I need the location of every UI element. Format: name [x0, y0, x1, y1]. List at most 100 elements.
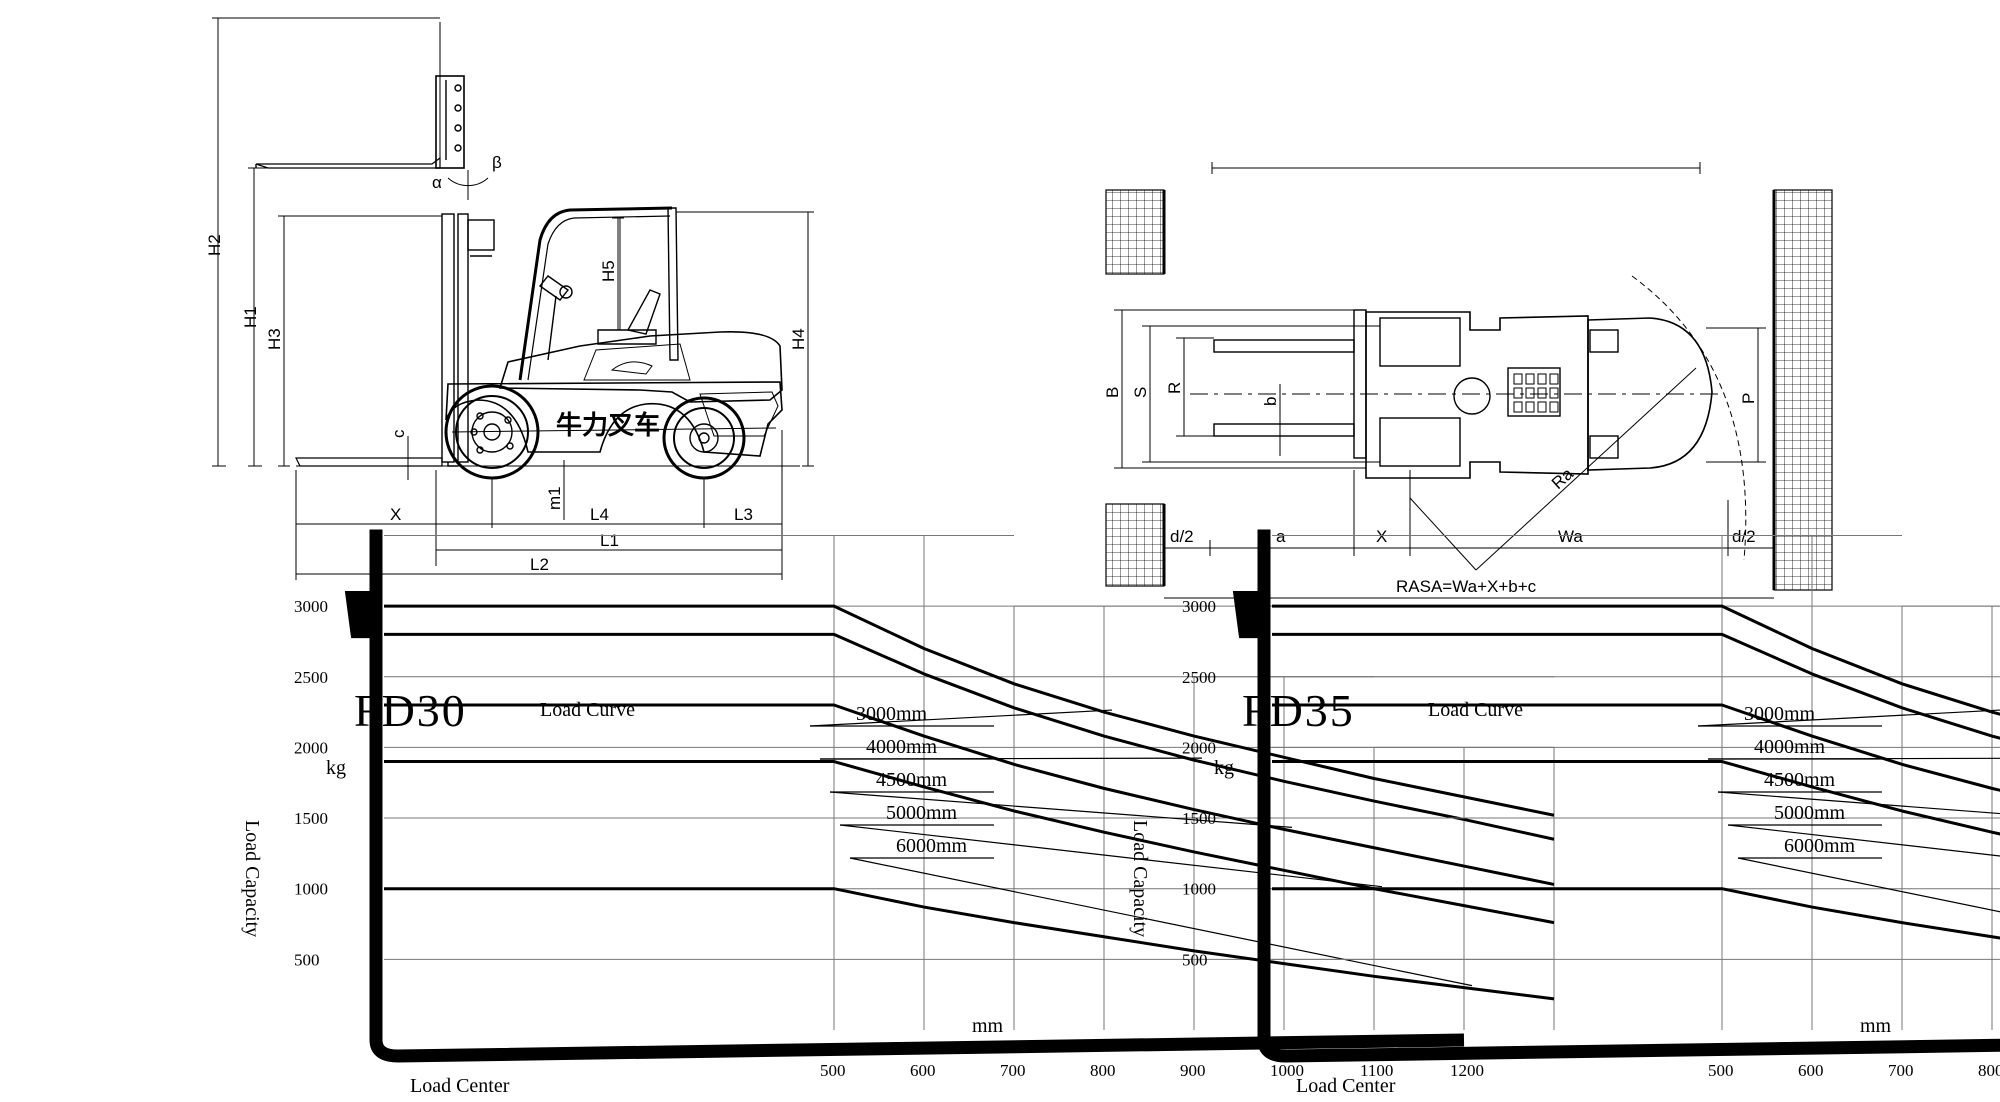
label-S: S — [1131, 387, 1150, 398]
y-tick-label: 2500 — [294, 668, 328, 687]
legend-label: 4500mm — [876, 769, 948, 791]
legend-leader — [849, 857, 1473, 987]
y-tick-label: 500 — [1182, 950, 1208, 969]
legend-label: 4500mm — [1764, 769, 1836, 791]
forklift-top-view — [1105, 162, 1833, 599]
y-tick-label: 3000 — [1182, 597, 1216, 616]
mast-drawing — [295, 213, 495, 467]
chart-grid — [1272, 534, 2000, 1030]
top-view-labels: B S R b P Ra d/2 a X Wa d/2 RASA=Wa+X+b+… — [1103, 382, 1758, 596]
x-tick-label: 700 — [1888, 1061, 1914, 1080]
series-line-4500mm — [384, 703, 1555, 886]
load-curve-chart-fd30: FD30 Load Curve kg Load Capacity Load Ce… — [241, 529, 1555, 1097]
legend-label: 3000mm — [1744, 703, 1816, 725]
legend-leader — [1737, 857, 2000, 913]
x-tick-label: 1100 — [1360, 1061, 1393, 1080]
x-tick-label: 600 — [910, 1061, 936, 1080]
chart-subtitle: Load Curve — [540, 699, 635, 721]
y-unit-label: kg — [326, 757, 346, 779]
y-tick-label: 1500 — [1182, 809, 1216, 828]
label-R: R — [1165, 382, 1184, 394]
label-a: a — [1276, 527, 1286, 546]
forklift-side-view: 牛力叉车 — [212, 17, 814, 580]
label-P: P — [1739, 393, 1758, 404]
label-alpha: α — [432, 173, 442, 192]
y-axis-label: Load Capacity — [241, 820, 263, 937]
label-L4: L4 — [590, 505, 609, 524]
label-B: B — [1103, 387, 1122, 398]
label-H5: H5 — [599, 260, 618, 282]
fork-hook — [1232, 590, 1265, 639]
side-view-labels: H2 H1 H3 H5 H4 c m1 α β X L4 L3 L1 L2 — [205, 153, 808, 574]
series-line-5000mm — [384, 760, 1555, 925]
chart-legend: 3000mm 4000mm 4500mm 5000mm 6000mm — [1697, 703, 2000, 913]
x-tick-label: 900 — [1180, 1061, 1206, 1080]
y-tick-label: 2500 — [1182, 668, 1216, 687]
legend-label: 5000mm — [1774, 802, 1846, 824]
series-line-6000mm — [384, 887, 1555, 1001]
legend-leader — [1697, 709, 2000, 727]
x-axis-label: Load Center — [1296, 1075, 1396, 1097]
fork-hook — [344, 590, 377, 639]
y-tick-label: 3000 — [294, 597, 328, 616]
chart-grid — [384, 534, 1555, 1030]
fork-axis — [369, 529, 1465, 1063]
chart-ticks: 5001000150020002500300050060070080090010… — [1182, 597, 2000, 1080]
side-vertical-dimensions — [212, 17, 814, 520]
fork-axis — [1257, 529, 2000, 1063]
side-body-text: 牛力叉车 — [556, 410, 660, 441]
label-X-top: X — [1376, 527, 1387, 546]
x-tick-label: 800 — [1978, 1061, 2000, 1080]
label-d2-right: d/2 — [1732, 527, 1756, 546]
overhead-guard-drawing — [518, 206, 679, 381]
y-tick-label: 2000 — [1182, 738, 1216, 757]
series-line-4500mm — [1272, 703, 2000, 792]
x-tick-label: 600 — [1798, 1061, 1824, 1080]
x-unit-label: mm — [1860, 1015, 1892, 1037]
legend-leader — [1727, 824, 2000, 857]
x-axis-label: Load Center — [410, 1075, 510, 1097]
label-H2: H2 — [205, 234, 224, 256]
chart-subtitle: Load Curve — [1428, 699, 1523, 721]
label-Wa: Wa — [1558, 527, 1583, 546]
y-tick-label: 500 — [294, 950, 320, 969]
wall-right — [1773, 189, 1833, 591]
chart-marks — [1232, 529, 2000, 1063]
legend-label: 5000mm — [886, 802, 958, 824]
label-L2: L2 — [530, 555, 549, 574]
legend-label: 4000mm — [866, 736, 938, 758]
series-line-4000mm — [384, 632, 1555, 841]
label-Ra: Ra — [1548, 464, 1577, 493]
series-line-3000mm — [384, 604, 1555, 817]
legend-label: 4000mm — [1754, 736, 1826, 758]
label-m1: m1 — [545, 486, 564, 510]
legend-leader — [809, 709, 1113, 727]
legend-label: 6000mm — [896, 835, 968, 857]
label-formula: RASA=Wa+X+b+c — [1396, 577, 1537, 596]
legend-leader — [829, 791, 1293, 828]
legend-label: 6000mm — [1784, 835, 1856, 857]
y-tick-label: 1000 — [294, 880, 328, 899]
y-tick-label: 2000 — [294, 738, 328, 757]
x-tick-label: 500 — [1708, 1061, 1734, 1080]
series-line-3000mm — [1272, 604, 2000, 716]
y-tick-label: 1000 — [1182, 880, 1216, 899]
legend-label: 3000mm — [856, 703, 928, 725]
load-curve-chart-fd35: FD35 Load Curve kg Load Capacity Load Ce… — [1129, 529, 2000, 1097]
y-tick-label: 1500 — [294, 809, 328, 828]
label-X-side: X — [390, 505, 401, 524]
x-tick-label: 1200 — [1450, 1061, 1484, 1080]
series-line-5000mm — [1272, 760, 2000, 836]
label-d2-left: d/2 — [1170, 527, 1194, 546]
label-H1: H1 — [241, 306, 260, 328]
x-tick-label: 700 — [1000, 1061, 1026, 1080]
label-b: b — [1261, 397, 1280, 406]
series-line-6000mm — [1272, 887, 2000, 940]
label-c: c — [389, 429, 408, 438]
legend-leader — [1717, 791, 2000, 815]
x-tick-label: 800 — [1090, 1061, 1116, 1080]
x-unit-label: mm — [972, 1015, 1004, 1037]
wall-left-bottom — [1105, 503, 1165, 587]
label-H4: H4 — [789, 328, 808, 350]
